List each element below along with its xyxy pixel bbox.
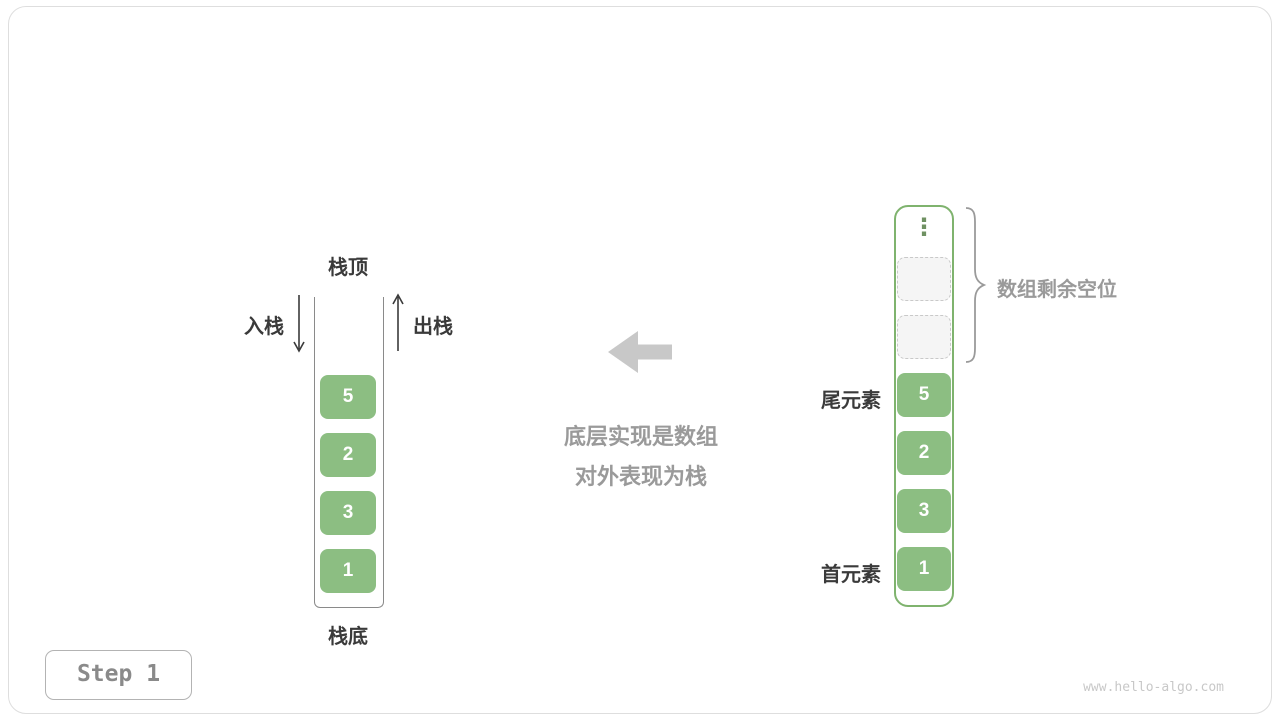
stack-cell: 2	[320, 433, 376, 477]
stack-cell: 5	[320, 375, 376, 419]
push-label: 入栈	[244, 316, 284, 338]
array-container	[894, 205, 954, 607]
figure-card: 栈顶 入栈 出栈 5 2 3 1 栈底 底层实现是数组	[8, 6, 1272, 714]
tail-element-label: 尾元素	[821, 390, 881, 412]
caption-line-1: 底层实现是数组	[563, 424, 718, 449]
pop-up-arrow-icon	[391, 291, 405, 358]
vertical-ellipsis-icon: ⋮	[912, 214, 936, 241]
watermark: www.hello-algo.com	[1083, 680, 1224, 695]
caption-line-2: 对外表现为栈	[574, 464, 707, 489]
head-element-label: 首元素	[821, 564, 881, 586]
stack-container	[314, 297, 384, 608]
step-badge: Step 1	[45, 650, 192, 700]
array-cell: 3	[897, 489, 951, 533]
curly-brace-icon	[961, 205, 989, 370]
array-cell: 2	[897, 431, 951, 475]
push-down-arrow-icon	[292, 293, 306, 360]
stack-bottom-label: 栈底	[328, 626, 368, 648]
stack-top-label: 栈顶	[328, 257, 368, 279]
array-cell: 5	[897, 373, 951, 417]
array-cell: 1	[897, 547, 951, 591]
remaining-slots-label: 数组剩余空位	[997, 279, 1117, 301]
center-caption: 底层实现是数组 对外表现为栈	[491, 417, 791, 497]
array-empty-slot	[897, 257, 951, 301]
left-block-arrow-icon	[608, 329, 672, 380]
stack-cell: 1	[320, 549, 376, 593]
array-empty-slot	[897, 315, 951, 359]
pop-label: 出栈	[413, 316, 453, 338]
stack-cell: 3	[320, 491, 376, 535]
